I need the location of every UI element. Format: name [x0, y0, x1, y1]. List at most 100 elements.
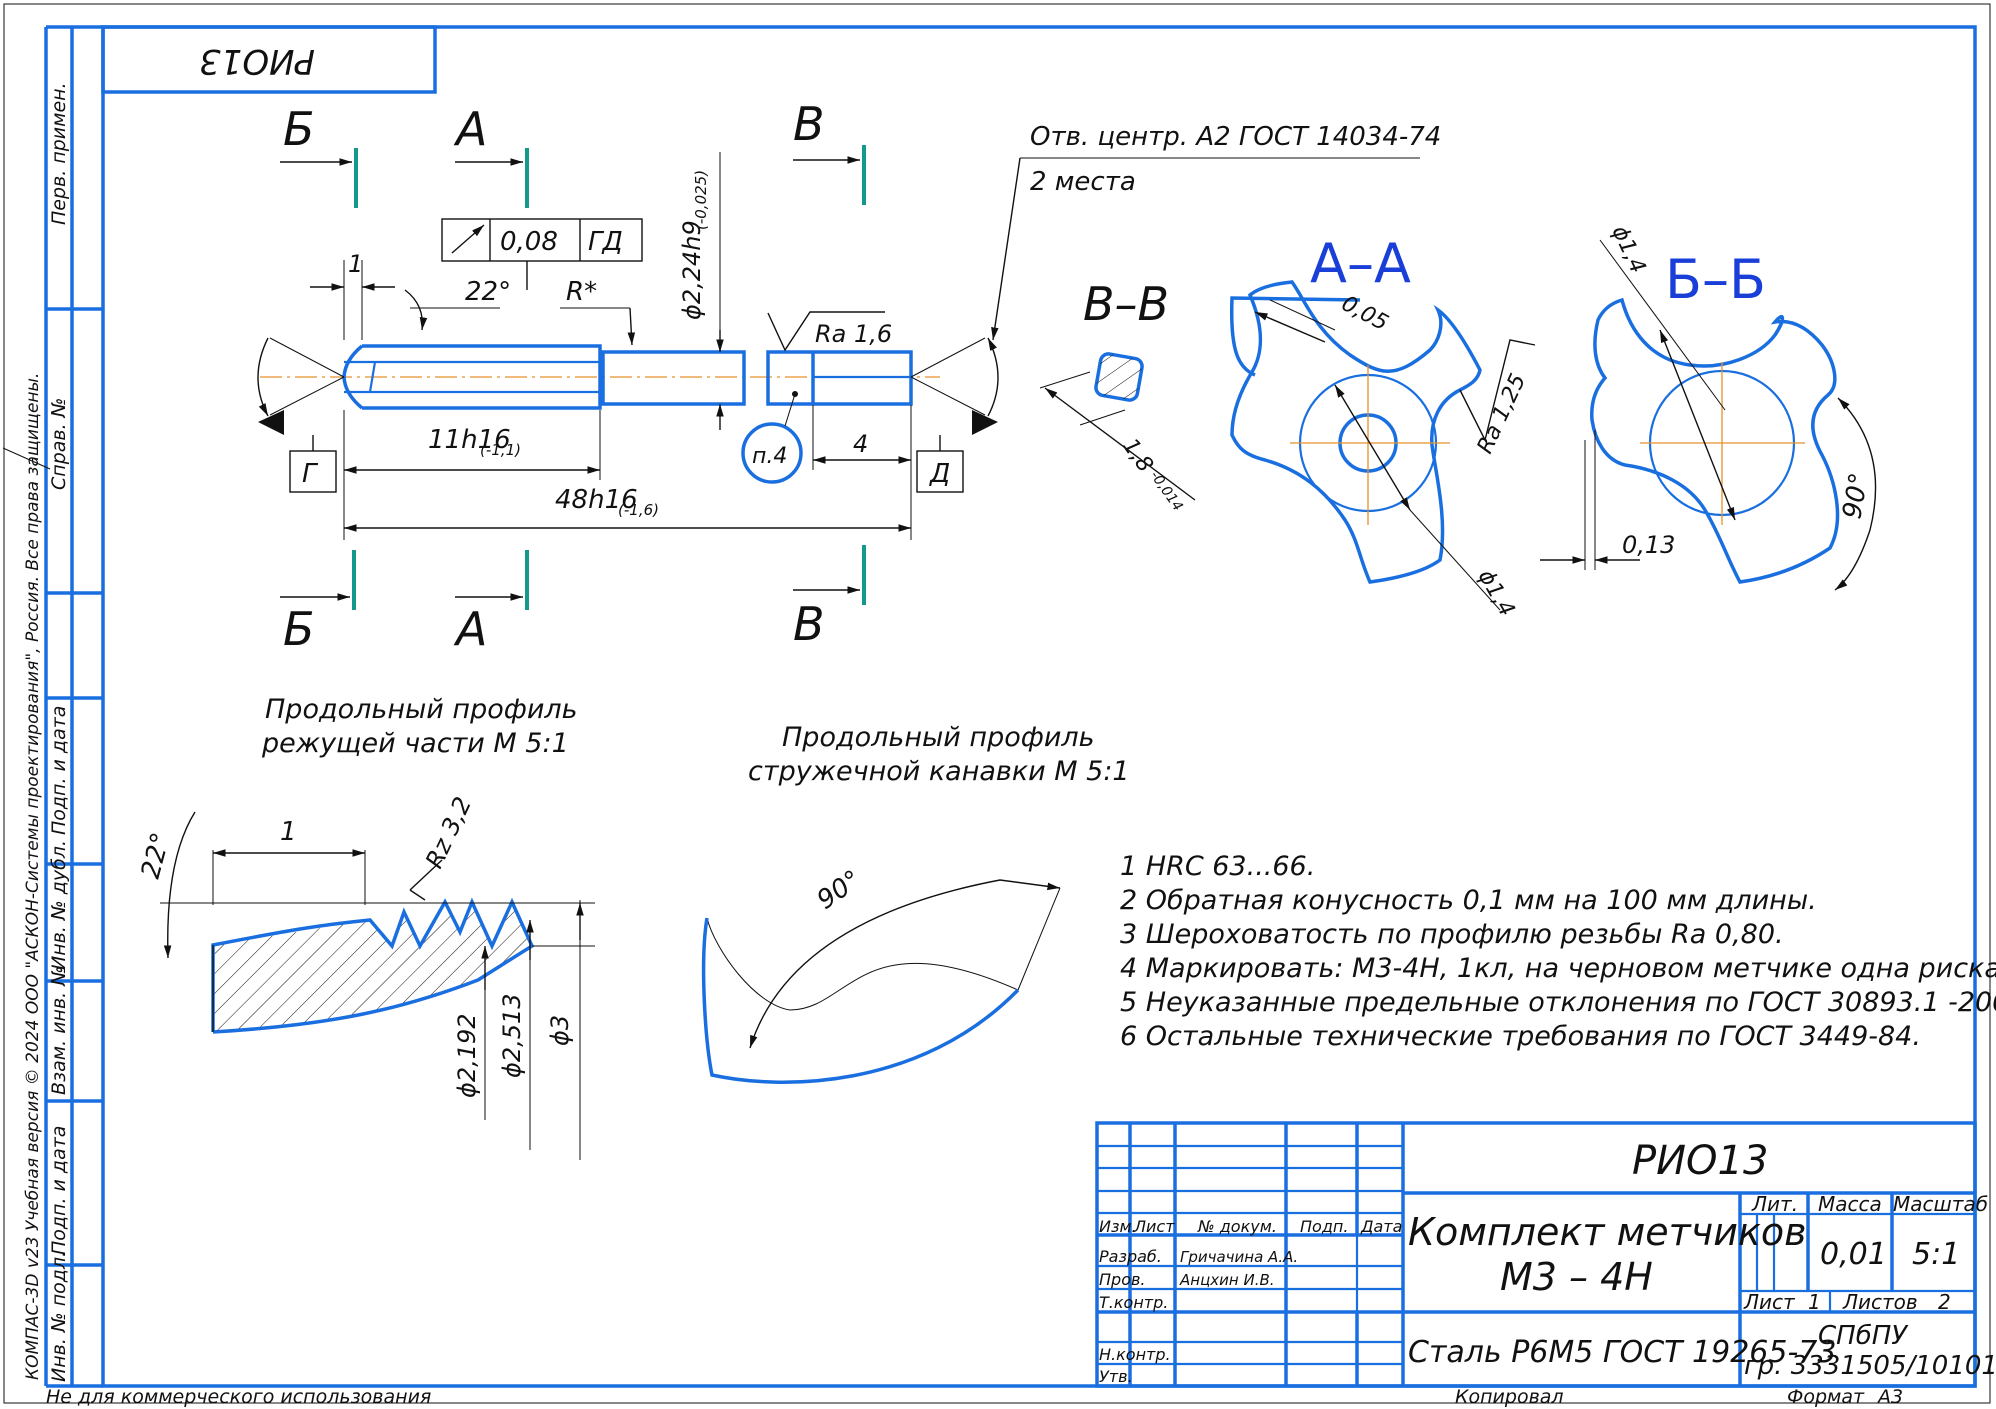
dim-48-tol: (-1,6) — [618, 501, 659, 519]
dim-11-tol: (-1,1) — [480, 441, 521, 459]
tb-utv: Утв. — [1099, 1367, 1133, 1386]
dim-rstar: R* — [566, 277, 597, 307]
side-perv: Перв. примен. — [48, 82, 70, 225]
tb-col-doc: № докум. — [1197, 1217, 1277, 1236]
tb-mass-label: Масса — [1818, 1192, 1882, 1216]
dim-bb-90: 90° — [1837, 471, 1875, 522]
tb-material: Сталь Р6М5 ГОСТ 19265-73 — [1408, 1335, 1836, 1370]
footer-format: Формат — [1787, 1386, 1865, 1408]
tol-value: 0,08 — [500, 227, 558, 257]
tb-sheet-label: Лист — [1743, 1290, 1796, 1314]
tb-sheets: 2 — [1938, 1290, 1951, 1314]
profile1-caption2: режущей части М 5:1 — [261, 728, 569, 759]
profile1-angle: 22° — [136, 830, 177, 882]
dim-48: 48h16 — [555, 485, 638, 515]
title-bb: Б–Б — [1665, 248, 1766, 311]
datum-d: Д — [929, 459, 950, 489]
section-bb: Б–Б ϕ1,4 0,13 90° — [1540, 222, 1877, 591]
dim-aa-ra125: Ra 1,25 — [1473, 370, 1531, 457]
profile1-caption1: Продольный профиль — [265, 694, 578, 725]
tb-scale-label: Масштаб — [1893, 1192, 1988, 1216]
dim-vv-18: 1,8 — [1117, 434, 1158, 477]
tb-col-podp: Подп. — [1300, 1217, 1348, 1236]
sec-letter-b-bot: Б — [283, 602, 315, 656]
tb-scale: 5:1 — [1912, 1237, 1960, 1272]
dim-bb-013: 0,13 — [1622, 531, 1675, 559]
tb-code: РИО13 — [1632, 1138, 1768, 1184]
sec-letter-v-top: В — [793, 97, 825, 151]
side-sprav: Справ. № — [48, 398, 70, 490]
tb-tkontr: Т.контр. — [1099, 1293, 1168, 1312]
dim-vv-18-tol: -0,014 — [1147, 468, 1186, 514]
profile2-caption2: стружечной канавки М 5:1 — [748, 756, 1130, 787]
tb-razrab-name: Гричачина А.А. — [1180, 1248, 1298, 1266]
side-copyright: КОМПАС-3D v23 Учебная версия © 2024 ООО … — [23, 373, 43, 1380]
note-3: 3 Шероховатость по профилю резьбы Ra 0,8… — [1120, 919, 1784, 950]
tb-razrab: Разраб. — [1099, 1247, 1162, 1266]
side-inv-podl: Инв. № подл. — [48, 1251, 70, 1382]
tb-lit: Лит. — [1751, 1192, 1798, 1216]
title-vv: В–В — [1083, 277, 1169, 331]
section-aa: А–А ϕ1,4 0,05 Ra 1,25 — [1229, 232, 1536, 621]
svg-text:РИО13: РИО13 — [199, 41, 315, 81]
side-podp2: Подп. и дата — [48, 1126, 70, 1255]
tb-name-2: М3 – 4Н — [1500, 1255, 1653, 1299]
profile1-dim1: 1 — [280, 817, 297, 847]
tb-org-2: гр. 3331505/10101 — [1744, 1351, 1996, 1381]
note-p4: п.4 — [752, 444, 787, 469]
profile-flute: Продольный профиль стружечной канавки М … — [701, 722, 1130, 1084]
title-aa: А–А — [1310, 232, 1411, 295]
note-5: 5 Неуказанные предельные отклонения по Г… — [1120, 987, 1996, 1018]
note-2: 2 Обратная конусность 0,1 мм на 100 мм д… — [1120, 885, 1817, 916]
dim-11: 11h16 — [428, 425, 511, 455]
tb-col-date: Дата — [1360, 1217, 1402, 1236]
side-podp1: Подп. и дата — [48, 706, 70, 835]
title-block: Изм. Лист № докум. Подп. Дата Разраб. Гр… — [1095, 1121, 1996, 1388]
side-labels: Перв. примен. Справ. № Подп. и дата Инв.… — [2, 82, 70, 1382]
dim-d224: ϕ2,24h9 — [678, 220, 706, 320]
sec-letter-b-top: Б — [283, 102, 315, 156]
center-hole-1: Отв. центр. А2 ГОСТ 14034-74 — [1030, 122, 1441, 152]
profile2-caption1: Продольный профиль — [782, 722, 1095, 753]
note-4: 4 Маркировать: М3-4Н, 1кл, на черновом м… — [1120, 953, 1996, 984]
tb-name-1: Комплект метчиков — [1408, 1210, 1807, 1254]
tb-org-1: СПбПУ — [1818, 1321, 1909, 1351]
tech-notes: 1 HRC 63...66. 2 Обратная конусность 0,1… — [1120, 851, 1996, 1052]
dim-bb-14: ϕ1,4 — [1607, 222, 1651, 277]
center-hole-2: 2 места — [1030, 167, 1136, 197]
note-1: 1 HRC 63...66. — [1120, 851, 1315, 882]
dim-aa-005: 0,05 — [1337, 291, 1392, 336]
tb-nkontr: Н.контр. — [1099, 1345, 1171, 1364]
sec-letter-a-top: А — [453, 102, 487, 156]
note-6: 6 Остальные технические требования по ГО… — [1120, 1021, 1921, 1052]
section-vv: В–В 1,8 -0,014 — [1039, 277, 1196, 514]
footer-format-value: А3 — [1876, 1386, 1903, 1408]
tb-sheet: 1 — [1808, 1290, 1821, 1314]
tb-sheets-label: Листов — [1842, 1290, 1918, 1314]
code-mirrored: РИО13 — [199, 41, 315, 81]
dim-22: 22° — [465, 277, 511, 307]
profile1-d1: ϕ2,192 — [453, 1013, 481, 1098]
tb-col-list: Лист — [1133, 1217, 1175, 1236]
dim-aa-14: ϕ1,4 — [1473, 566, 1519, 621]
sheet-frame — [3, 3, 1991, 1404]
dim-ra16: Ra 1,6 — [815, 320, 892, 348]
side-inv-dubl: Инв. № дубл. — [48, 840, 70, 970]
tb-mass: 0,01 — [1820, 1237, 1887, 1272]
footer: Не для коммерческого использования Копир… — [46, 1386, 1903, 1408]
footer-copied: Копировал — [1455, 1386, 1564, 1408]
tap-main-view: Б А В Б А В 0,08 Г Д 1 22° R* ϕ2,24h9 (-0… — [257, 97, 1441, 656]
sec-letter-v-bot: В — [793, 597, 825, 651]
sec-letter-a-bot: А — [453, 602, 487, 656]
profile2-angle: 90° — [812, 865, 867, 916]
profile1-d2: ϕ2,513 — [498, 993, 526, 1078]
tb-col-izm: Изм. — [1099, 1217, 1137, 1236]
tb-prov-name: Анцхин И.В. — [1179, 1271, 1275, 1289]
footer-noncommercial: Не для коммерческого использования — [46, 1386, 431, 1408]
dim-d224-tol: (-0,025) — [692, 170, 710, 230]
side-vzam: Взам. инв. № — [48, 966, 70, 1095]
datum-g: Г — [302, 459, 319, 489]
profile-cutting: Продольный профиль режущей части М 5:1 1… — [136, 694, 595, 1160]
profile1-rz: Rz 3,2 — [420, 793, 477, 873]
dim-1: 1 — [348, 250, 363, 278]
